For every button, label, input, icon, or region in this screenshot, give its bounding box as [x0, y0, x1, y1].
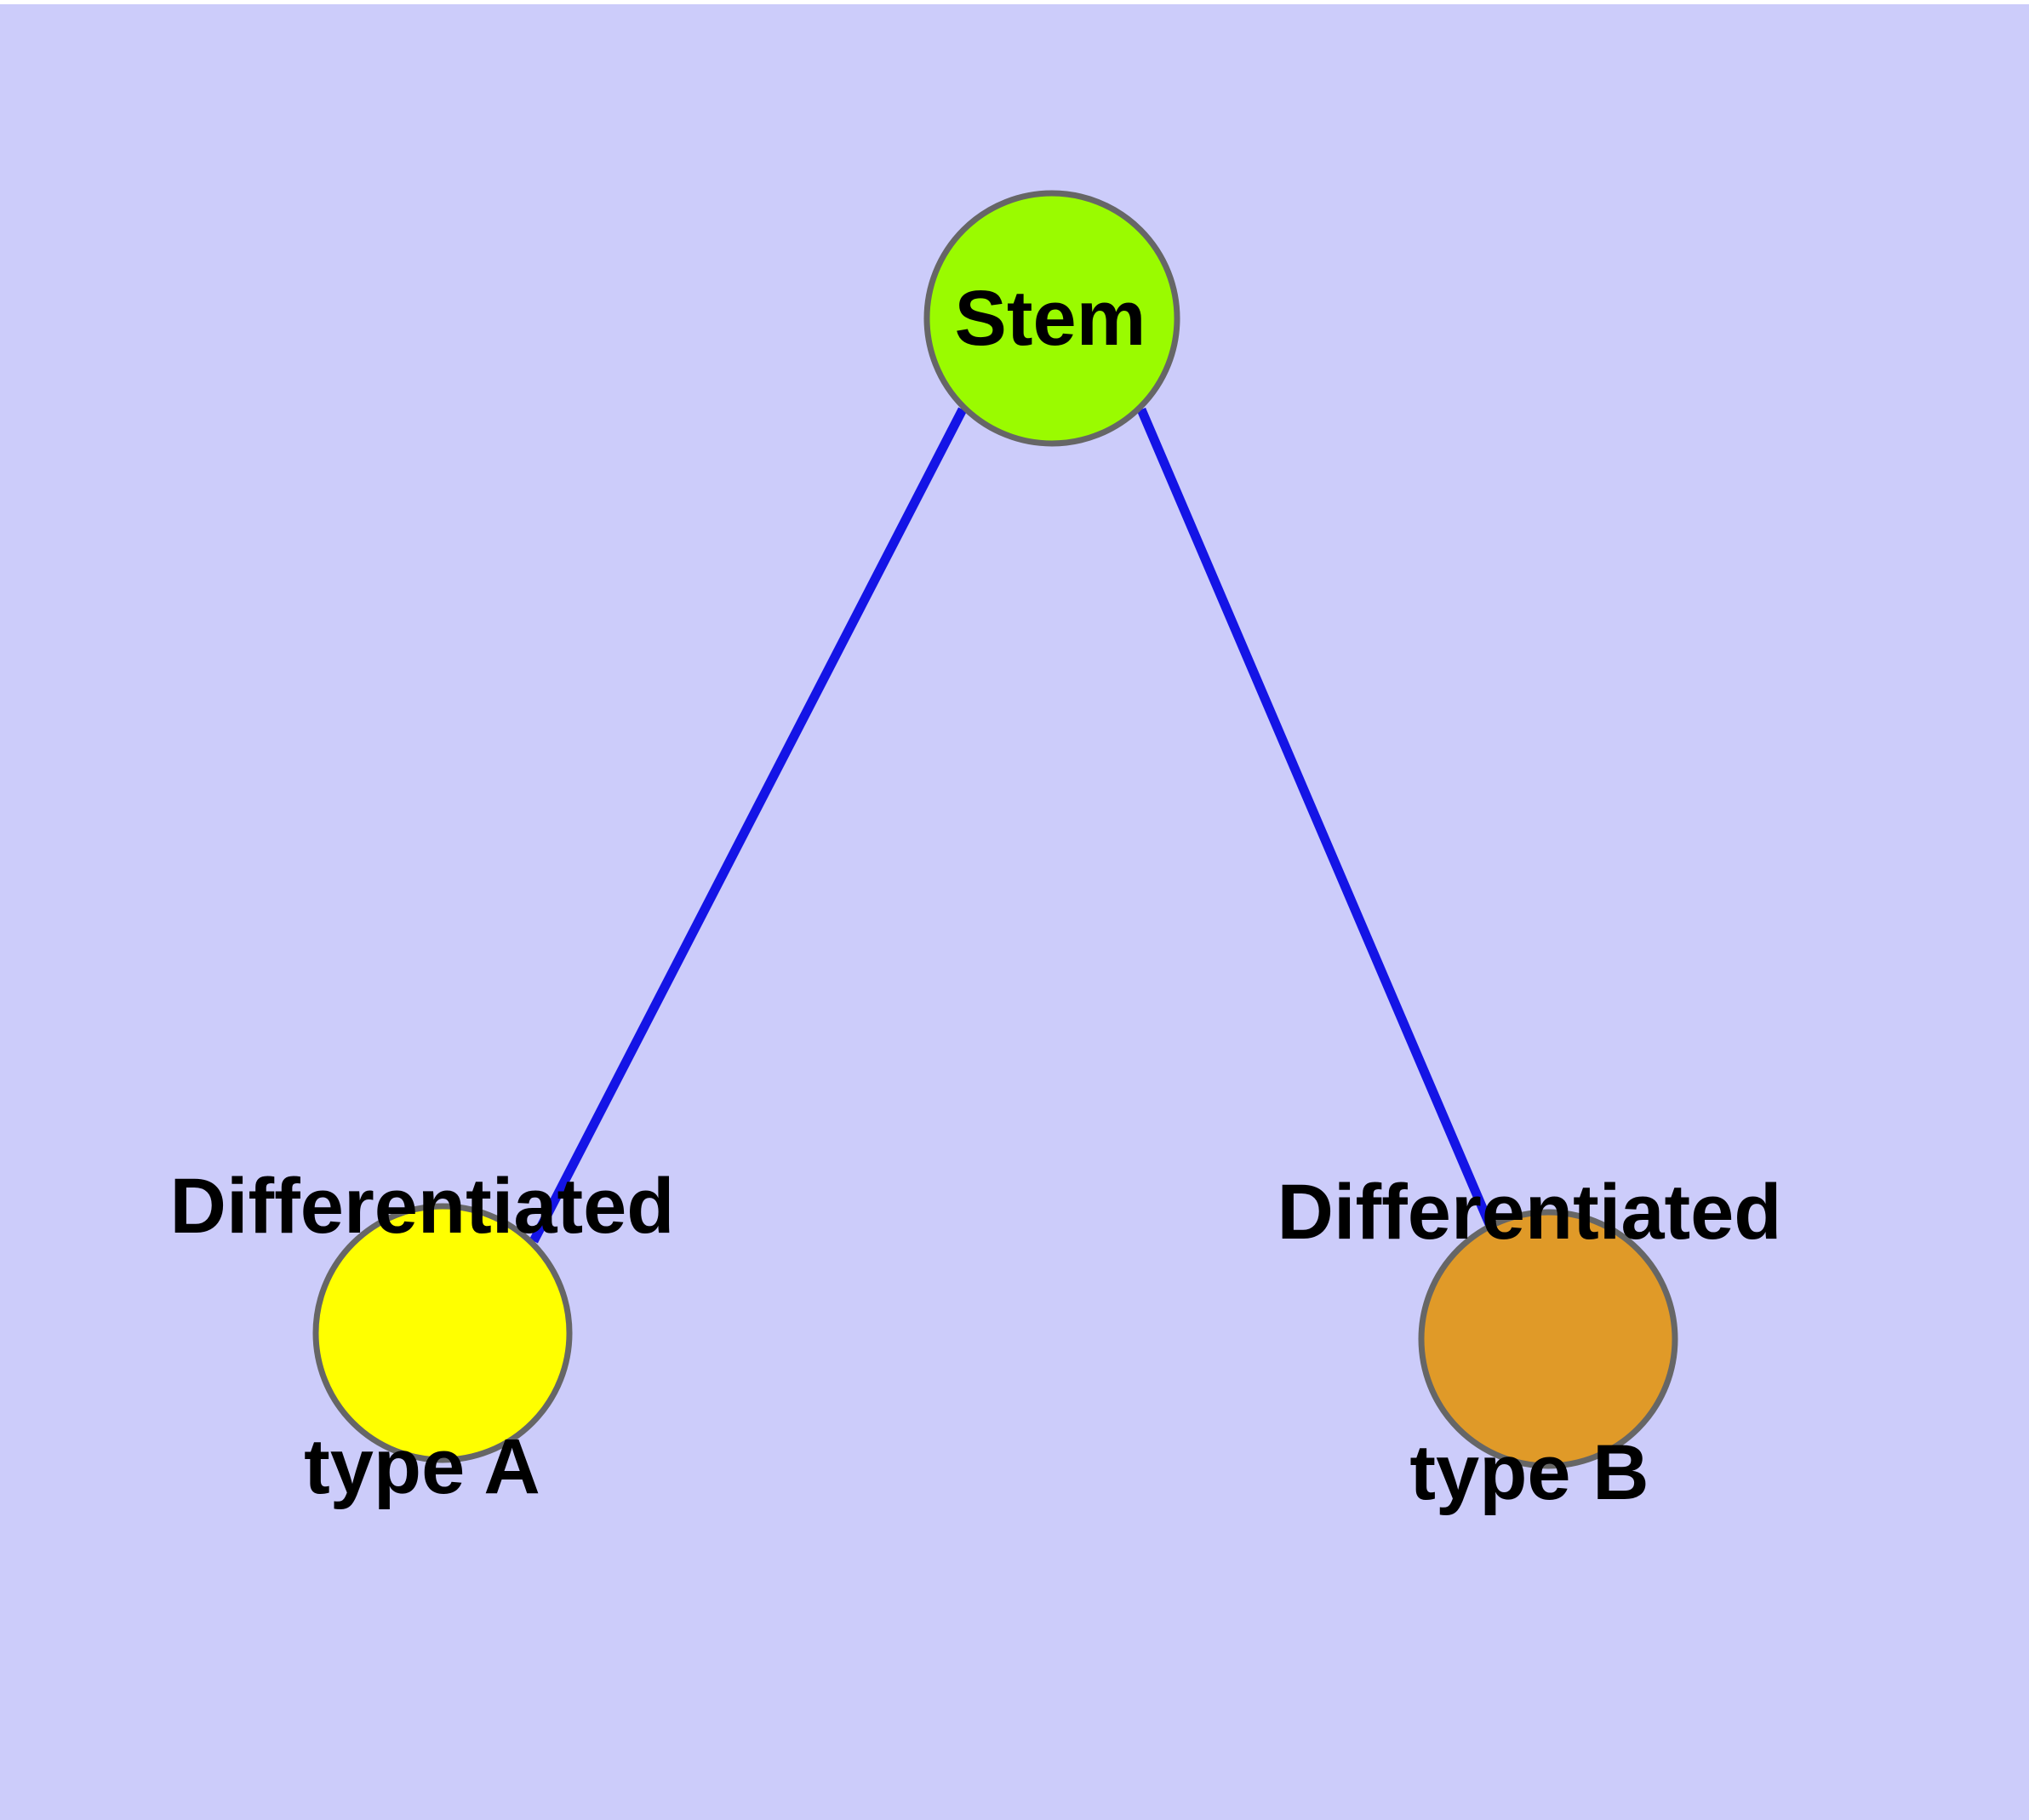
node-circle-diff-b[interactable]: [1418, 1209, 1678, 1469]
node-layer: [312, 190, 1678, 1469]
node-circle-stem[interactable]: [923, 190, 1180, 447]
edge-stem-to-diff-b: [1136, 407, 1495, 1227]
edge-stem-to-diff-a: [529, 407, 967, 1244]
node-circle-diff-a[interactable]: [312, 1203, 573, 1463]
edge-layer: [529, 407, 1495, 1244]
